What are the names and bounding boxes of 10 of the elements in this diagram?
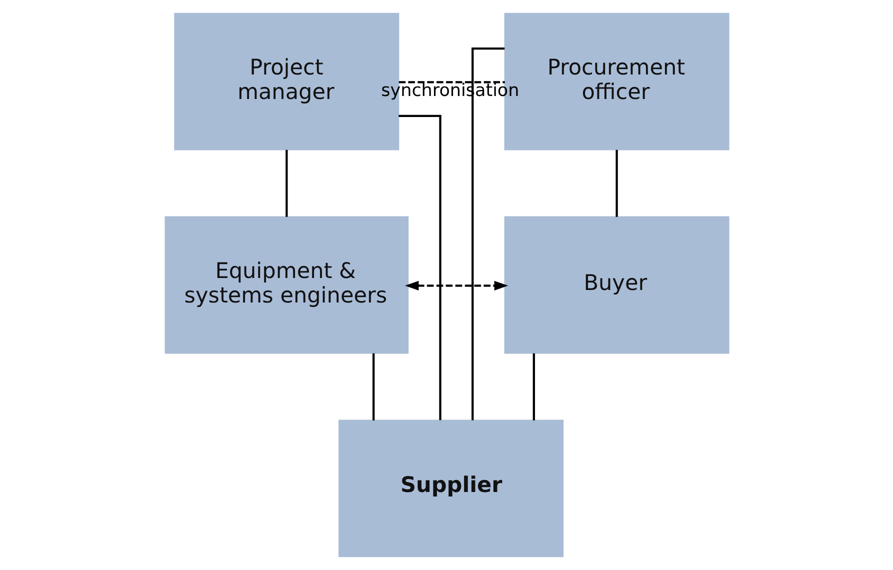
connector: [471, 47, 504, 420]
arrow: [404, 280, 508, 290]
connector: [285, 150, 288, 217]
connector: [372, 353, 374, 420]
node-box: Buyer: [504, 216, 729, 354]
connector: [532, 353, 534, 420]
node-box: Equipment & systems engineers: [164, 216, 408, 354]
node-box: Supplier: [338, 420, 564, 558]
connector: [615, 150, 618, 217]
connector: [398, 114, 441, 420]
